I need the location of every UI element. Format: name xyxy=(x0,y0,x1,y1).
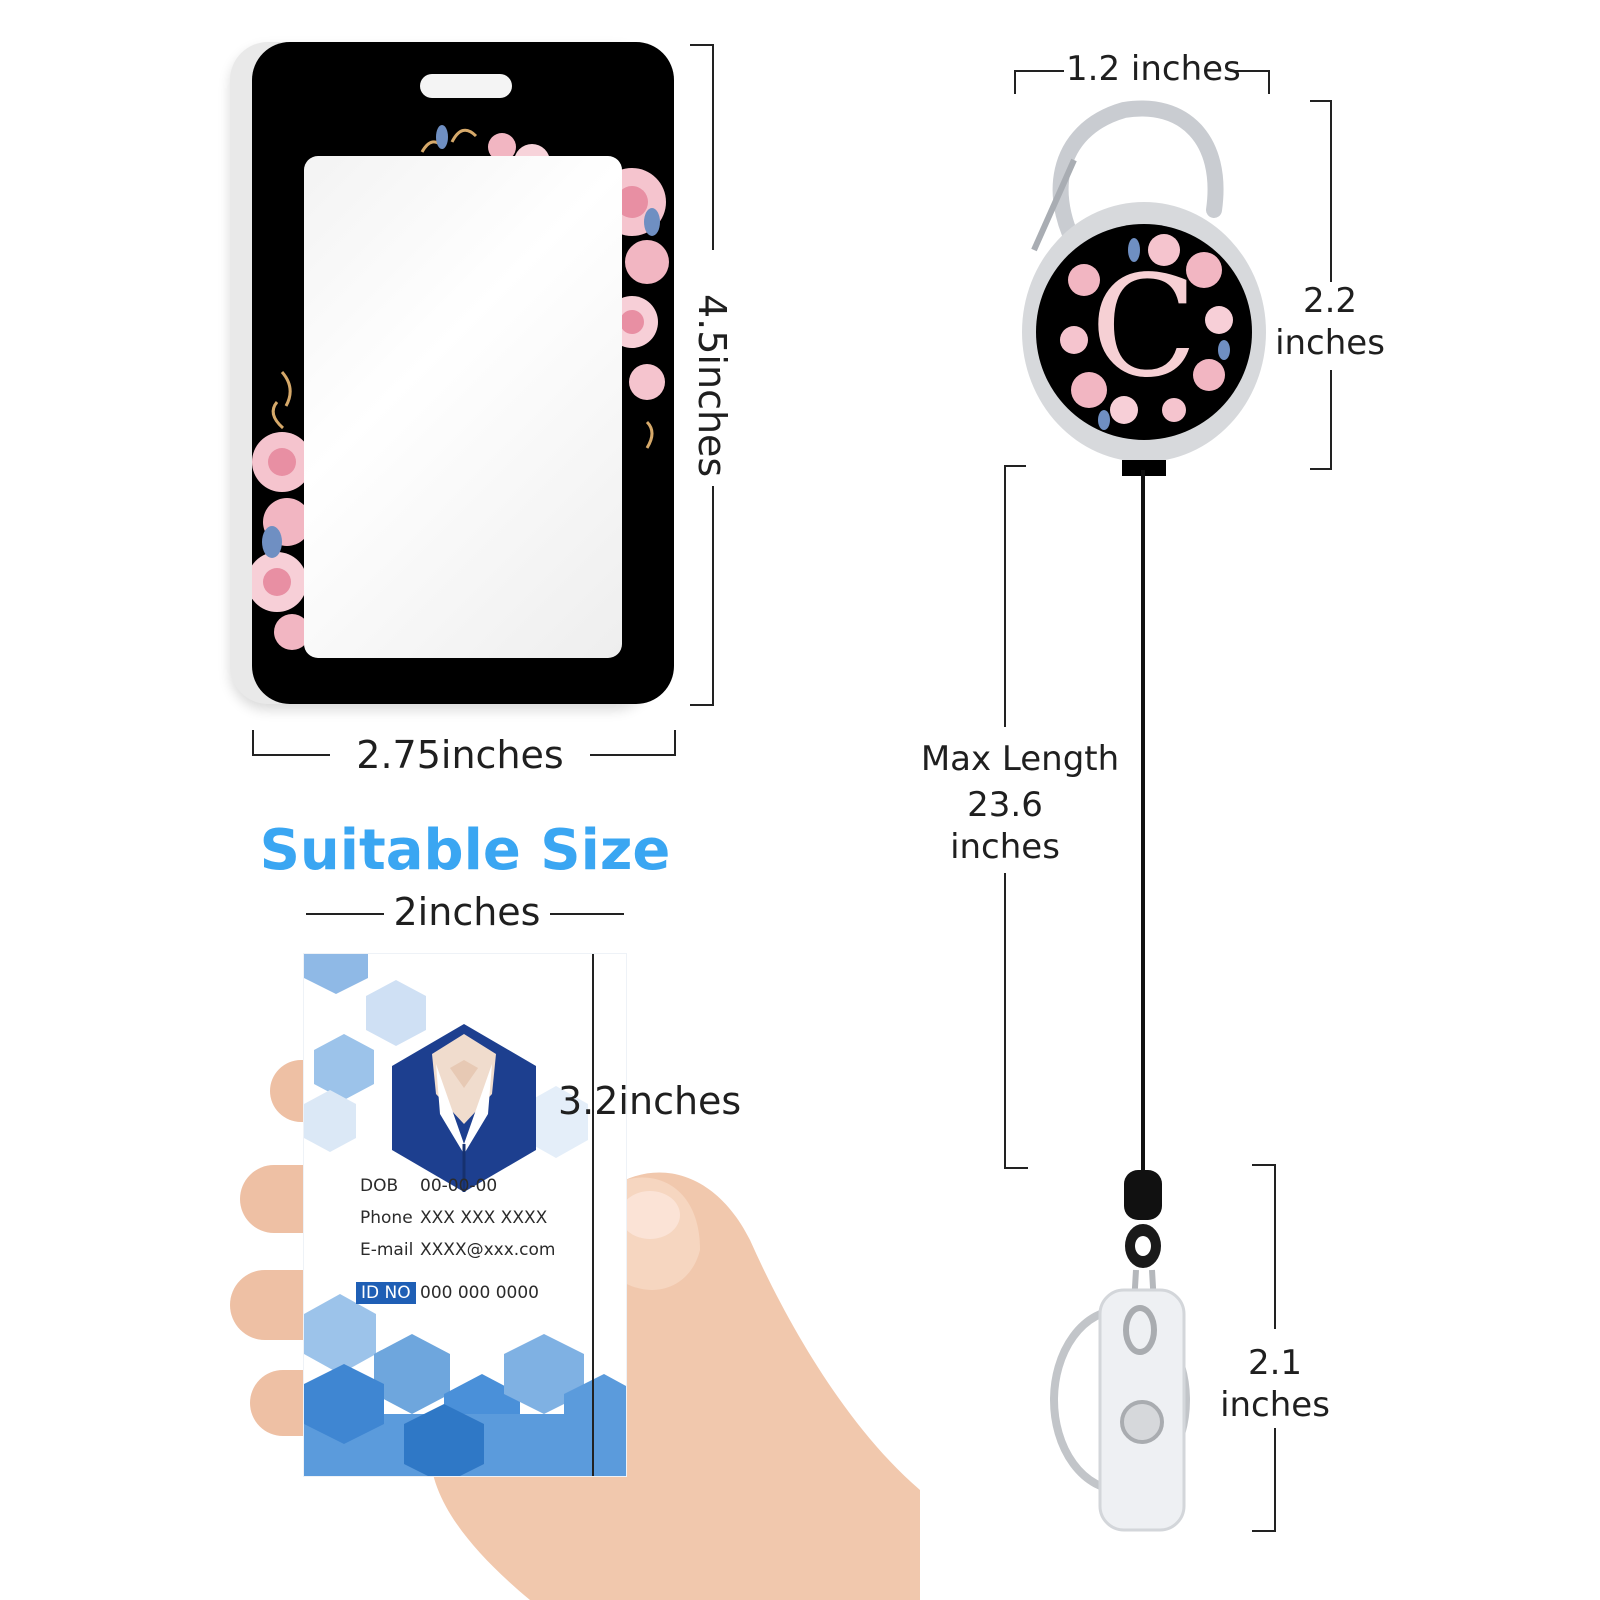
reel-height-line-bottom xyxy=(1330,370,1332,470)
reel-width-line-right xyxy=(1230,70,1270,72)
clip-length-label-unit: inches xyxy=(1220,1385,1330,1425)
reel-width-tick-left xyxy=(1014,70,1016,94)
holder-height-line-bottom xyxy=(712,486,714,706)
reel-width-line-left xyxy=(1014,70,1064,72)
clear-card-window xyxy=(304,156,622,658)
id-no-label: ID NO xyxy=(356,1282,416,1304)
card-width-label: 2inches xyxy=(393,890,541,934)
reel-height-label-unit: inches xyxy=(1275,323,1385,363)
reel-height-tick-bottom xyxy=(1310,468,1332,470)
holder-width-tick-left xyxy=(252,730,254,756)
holder-width-tick-right xyxy=(674,730,676,756)
retractable-cord xyxy=(1141,470,1145,1170)
cord-length-label-number: 23.6 xyxy=(967,785,1043,825)
suitable-size-title: Suitable Size xyxy=(259,818,671,883)
snap-button xyxy=(1120,1400,1164,1444)
clip-length-tick-bottom xyxy=(1252,1530,1276,1532)
email-value: XXXX@xxx.com xyxy=(420,1240,556,1260)
clip-length-line-bottom xyxy=(1274,1428,1276,1532)
phone-value: XXX XXX XXXX xyxy=(420,1208,548,1228)
cord-length-tick-bottom xyxy=(1004,1167,1028,1169)
cord-length-label-title: Max Length xyxy=(920,739,1120,779)
reel-height-line-top xyxy=(1330,100,1332,282)
cord-stopper xyxy=(1124,1170,1162,1220)
clip-length-line-top xyxy=(1274,1164,1276,1329)
email-label: E-mail xyxy=(360,1240,414,1260)
cord-length-line-top xyxy=(1004,465,1006,727)
reel-width-label: 1.2 inches xyxy=(1066,49,1241,89)
cord-length-tick-top xyxy=(1004,465,1026,467)
reel-height-label-number: 2.2 xyxy=(1302,281,1358,321)
card-width-line-left xyxy=(306,913,384,915)
person-avatar xyxy=(392,1024,536,1192)
carabiner-gate xyxy=(1031,158,1077,252)
dob-value: 00-00-00 xyxy=(420,1176,498,1196)
holder-height-line-top xyxy=(712,44,714,250)
holder-height-label: 4.5inches xyxy=(690,294,734,478)
phone-label: Phone xyxy=(360,1208,413,1228)
holder-width-line-right xyxy=(590,754,676,756)
holder-height-tick-bottom xyxy=(690,704,714,706)
retractable-reel xyxy=(1022,100,1266,476)
rose-cluster-left xyxy=(252,371,312,650)
cord-length-line-bottom xyxy=(1004,873,1006,1169)
clip-length-tick-top xyxy=(1252,1164,1276,1166)
reel-floral-wreath xyxy=(1060,234,1233,430)
badge-clip-assembly xyxy=(1050,1170,1190,1532)
id-no-value: 000 000 0000 xyxy=(420,1283,539,1303)
cord-length-label-unit: inches xyxy=(950,827,1060,867)
card-height-label: 3.2inches xyxy=(558,1079,742,1123)
hexagon-pattern xyxy=(304,954,626,1476)
holder-height-tick-top xyxy=(690,44,714,46)
card-width-line-right xyxy=(550,913,624,915)
reel-width-tick-right xyxy=(1268,70,1270,94)
carabiner-clip xyxy=(1052,100,1224,268)
holder-width-label: 2.75inches xyxy=(356,733,564,777)
dob-label: DOB xyxy=(360,1176,399,1196)
clip-length-label-number: 2.1 xyxy=(1247,1343,1303,1383)
monogram-letter: C xyxy=(1090,246,1198,409)
lanyard-slot xyxy=(420,74,512,98)
card-height-line xyxy=(592,954,594,1476)
holder-width-line-left xyxy=(252,754,330,756)
sample-id-card: DOB 00-00-00 Phone XXX XXX XXXX E-mail X… xyxy=(304,954,626,1476)
reel-height-tick-top xyxy=(1310,100,1332,102)
